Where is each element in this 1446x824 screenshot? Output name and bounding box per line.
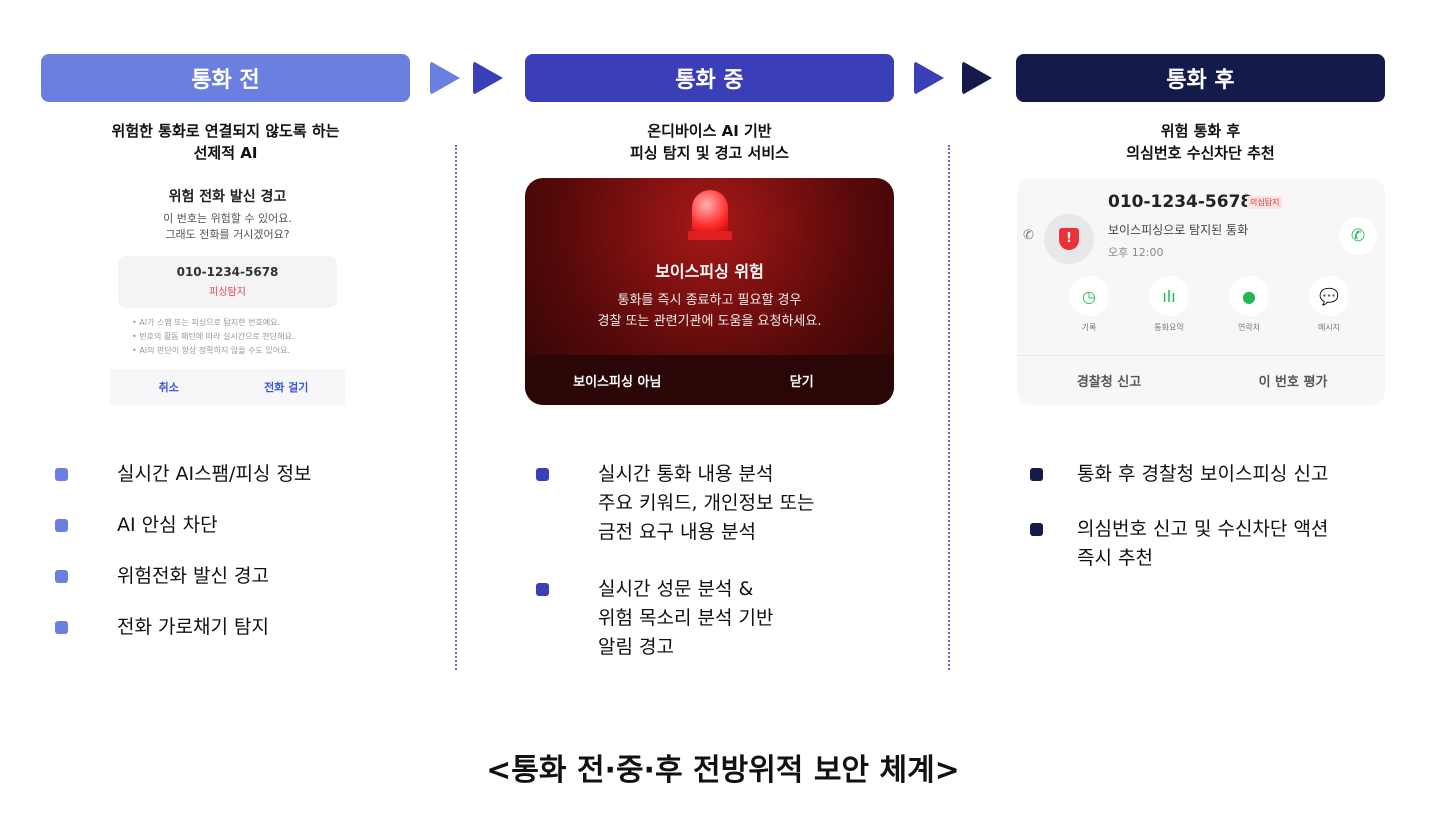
bullet-text: 위험 목소리 분석 기반: [598, 607, 774, 629]
alert-buttons: 보이스피싱 아님 닫기: [525, 355, 894, 405]
outgoing-warning-card: 위험 전화 발신 경고 이 번호는 위험할 수 있어요. 그래도 전화를 거시겠…: [110, 180, 345, 405]
suspect-tag: 의심탐지: [1247, 196, 1283, 209]
bullet-text: 알림 경고: [598, 636, 674, 658]
alert-title: 보이스피싱 위험: [655, 262, 764, 281]
phone-number: 010-1234-5678: [1108, 192, 1253, 212]
bullet-text: 금전 요구 내용 분석: [598, 521, 756, 543]
card-buttons: 취소 전화 걸기: [110, 369, 345, 405]
subtitle-line: 위험 통화 후: [1160, 122, 1241, 140]
bullet-text: 실시간 성문 분석 &: [598, 578, 754, 600]
bullet-text: 의심번호 신고 및 수신차단 액션: [1077, 518, 1329, 540]
card-desc: 이 번호는 위험할 수 있어요.: [163, 212, 292, 225]
card-desc: 그래도 전화를 거시겠어요?: [165, 228, 290, 241]
bullet-text: 통화 후 경찰청 보이스피싱 신고: [1077, 463, 1329, 485]
stage-title: 통화 전: [191, 68, 260, 93]
stage-title: 통화 후: [1166, 68, 1235, 93]
bullet-text: 전화 가로채기 탐지: [117, 616, 269, 638]
message-icon: 💬: [1309, 276, 1349, 316]
phishing-tag: 피싱탐지: [209, 287, 246, 298]
stage-after-header: 통화 후: [1016, 54, 1385, 102]
bullet-text: 주요 키워드, 개인정보 또는: [598, 492, 815, 514]
number-box: 010-1234-5678 피싱탐지: [118, 256, 337, 308]
note: • 번호의 활동 패턴에 따라 실시간으로 판단해요.: [132, 332, 295, 341]
bullet-text: AI 안심 차단: [117, 514, 218, 536]
bullet-text: 실시간 통화 내용 분석: [598, 463, 774, 485]
stage-title: 통화 중: [675, 68, 744, 93]
phone-number: 010-1234-5678: [176, 265, 279, 279]
not-phishing-button[interactable]: 보이스피싱 아님: [573, 374, 662, 390]
action-label: 기록: [1081, 323, 1097, 332]
action-label: 통화요약: [1154, 323, 1184, 332]
call-button[interactable]: 전화 걸기: [264, 381, 309, 394]
divider: [455, 145, 457, 670]
siren-icon: [687, 190, 732, 240]
bullet-text: 위험전화 발신 경고: [117, 565, 269, 587]
notes: • AI가 스팸 또는 피싱으로 탐지한 번호예요. • 번호의 활동 패턴에 …: [132, 316, 345, 358]
before-bullets: 실시간 AI스팸/피싱 정보 AI 안심 차단 위험전화 발신 경고 전화 가로…: [55, 460, 311, 664]
arrow-icon: [430, 61, 460, 95]
divider: [948, 145, 950, 670]
arrow-icon: [473, 61, 503, 95]
card-buttons: 경찰청 신고 이 번호 평가: [1017, 355, 1385, 405]
message-button[interactable]: 💬 메시지: [1309, 276, 1349, 333]
desc-line: 통화를 즉시 종료하고 필요할 경우: [617, 293, 802, 308]
call-log-card: ✆ ! 010-1234-5678 의심탐지 보이스피싱으로 탐지된 통화 오후…: [1017, 178, 1385, 405]
bullet-item: 실시간 AI스팸/피싱 정보: [55, 460, 311, 489]
subtitle-line: 피싱 탐지 및 경고 서비스: [630, 144, 789, 162]
call-desc: 보이스피싱으로 탐지된 통화: [1108, 223, 1249, 237]
close-button[interactable]: 닫기: [789, 374, 814, 390]
arrow-icon: [962, 61, 992, 95]
history-icon: ◷: [1069, 276, 1109, 316]
action-label: 메시지: [1317, 323, 1341, 332]
person-icon: ●: [1229, 276, 1269, 316]
bullet-item: 전화 가로채기 탐지: [55, 613, 311, 642]
arrow-icon: [914, 61, 944, 95]
subtitle-line: 선제적 AI: [193, 144, 258, 162]
cancel-button[interactable]: 취소: [158, 381, 179, 394]
note: • AI의 판단이 항상 정확하지 않을 수도 있어요.: [132, 346, 291, 355]
subtitle-line: 위험한 통화로 연결되지 않도록 하는: [111, 122, 340, 140]
shield-alert-icon: !: [1044, 214, 1094, 264]
phone-icon[interactable]: ✆: [1339, 217, 1377, 255]
subtitle-line: 의심번호 수신차단 추천: [1126, 144, 1275, 162]
subtitle-line: 온디바이스 AI 기반: [647, 122, 772, 140]
stage-before-header: 통화 전: [41, 54, 410, 102]
desc-line: 경찰 또는 관련기관에 도움을 요청하세요.: [597, 314, 822, 329]
report-police-button[interactable]: 경찰청 신고: [1076, 375, 1142, 390]
history-button[interactable]: ◷ 기록: [1069, 276, 1109, 333]
bullet-text: 즉시 추천: [1077, 547, 1153, 569]
action-row: ◷ 기록 ılı 통화요약 ● 연락처 💬 메시지: [1069, 276, 1349, 333]
bullet-text: 실시간 AI스팸/피싱 정보: [117, 463, 312, 485]
caption: <통화 전·중·후 전방위적 보안 체계>: [486, 753, 960, 788]
bullet-item: AI 안심 차단: [55, 511, 311, 540]
summary-button[interactable]: ılı 통화요약: [1149, 276, 1189, 333]
incoming-call-icon: ✆: [1023, 228, 1034, 243]
stage-during-header: 통화 중: [525, 54, 894, 102]
waveform-icon: ılı: [1149, 276, 1189, 316]
bullet-item: 통화 후 경찰청 보이스피싱 신고: [1030, 460, 1328, 489]
action-label: 연락처: [1237, 323, 1261, 332]
bullet-item: 위험전화 발신 경고: [55, 562, 311, 591]
contact-button[interactable]: ● 연락처: [1229, 276, 1269, 333]
call-time: 오후 12:00: [1108, 246, 1164, 259]
rate-number-button[interactable]: 이 번호 평가: [1258, 375, 1328, 390]
card-title: 위험 전화 발신 경고: [168, 189, 287, 205]
note: • AI가 스팸 또는 피싱으로 탐지한 번호예요.: [132, 318, 281, 327]
